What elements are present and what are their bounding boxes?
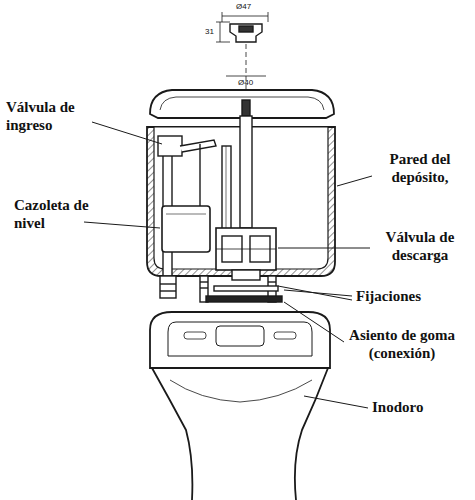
dimension-line: [220, 22, 221, 42]
part-label: Pared del depósito,: [372, 150, 468, 186]
flush-valve: [216, 100, 276, 280]
dimension-value: Ø47: [236, 2, 251, 12]
dimension-value: Ø40: [238, 78, 253, 88]
part-label: Cazoleta de nivel: [14, 196, 94, 232]
push-button: [230, 24, 262, 42]
dimension-value: 31: [205, 27, 214, 37]
part-label: Válvula de ingreso: [6, 98, 96, 134]
part-label: Fijaciones: [356, 287, 421, 305]
washer: [214, 286, 278, 291]
toilet-bowl: [150, 312, 330, 500]
part-label: Inodoro: [372, 398, 423, 416]
tank-lid: [150, 90, 334, 118]
inlet-valve: [158, 136, 216, 298]
leader-lines: [84, 122, 372, 408]
float-cup: [162, 206, 210, 252]
part-label: Asiento de goma (conexión): [336, 326, 468, 362]
dimension-line: [222, 16, 268, 17]
part-label: Válvula de descarga: [372, 228, 468, 264]
rubber-seat: [206, 296, 282, 302]
